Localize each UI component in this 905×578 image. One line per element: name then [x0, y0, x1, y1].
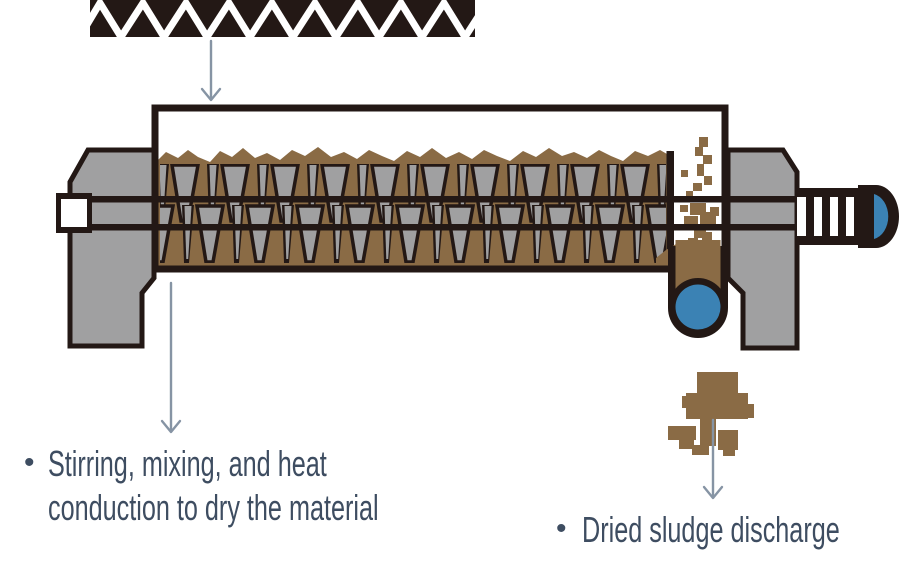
stirring-arrow-icon [160, 281, 182, 434]
zigzag-pattern [90, 0, 475, 37]
dryer-shell-outline [151, 104, 729, 273]
discharge-arrow-icon [702, 418, 724, 500]
feed-material-band [90, 0, 475, 37]
discharge-outlet [675, 284, 721, 330]
dried-sludge-clump [668, 372, 754, 456]
bullet-icon: • [24, 446, 35, 479]
caption-discharge-text: Dried sludge discharge [582, 509, 840, 550]
left-support [67, 147, 157, 349]
screw-shaft [80, 196, 798, 231]
screw-end-plate [666, 151, 674, 266]
bullet-icon: • [556, 512, 567, 545]
shaft-end-cap [874, 194, 889, 239]
shaft-left-stub [56, 193, 92, 233]
caption-discharge: Dried sludge discharge [582, 508, 905, 552]
caption-stirring-line1: Stirring, mixing, and heat [48, 443, 327, 484]
discharge-chute [668, 240, 728, 338]
caption-stirring-line2: conduction to dry the material [48, 487, 379, 528]
caption-stirring: Stirring, mixing, and heat conduction to… [48, 442, 520, 530]
drive-coupling [797, 185, 899, 248]
screw-conveyor-flights [160, 164, 666, 263]
right-support [725, 147, 800, 351]
feed-arrow-icon [200, 39, 222, 102]
